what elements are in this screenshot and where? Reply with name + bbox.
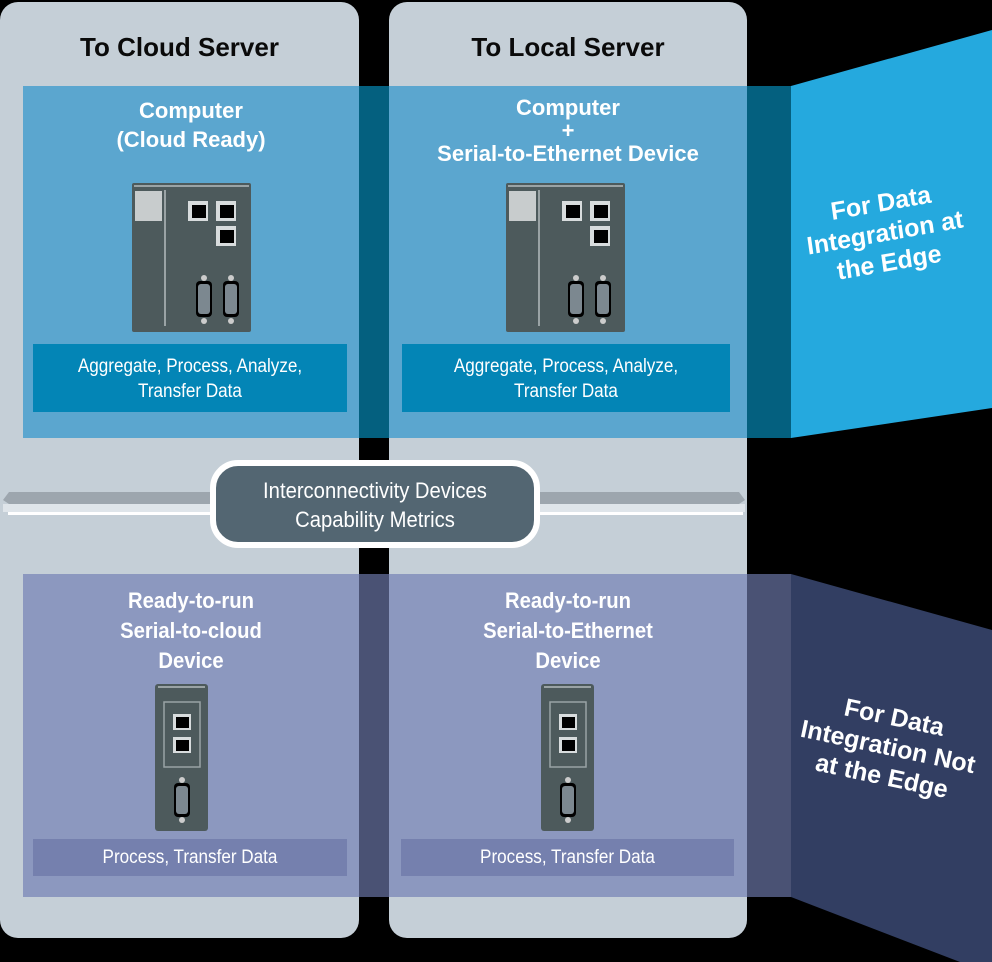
- title-line: Serial-to-Ethernet Device: [437, 141, 699, 166]
- title-line: Serial-to-cloud: [120, 618, 262, 643]
- title-line: (Cloud Ready): [116, 127, 266, 152]
- serial-device-icon: [155, 684, 208, 831]
- computer-device-icon: [132, 183, 251, 332]
- not-edge-side-panel: [791, 574, 992, 962]
- edge-band-gap: [359, 86, 389, 438]
- function-box: Process, Transfer Data: [401, 839, 734, 876]
- title-line: Ready-to-run: [128, 588, 254, 613]
- cell-title-serial-to-cloud: Ready-to-run Serial-to-cloud Device: [36, 586, 345, 676]
- function-box: Aggregate, Process, Analyze, Transfer Da…: [33, 344, 347, 412]
- function-line: Transfer Data: [514, 381, 618, 402]
- column-title: To Local Server: [471, 32, 665, 62]
- metrics-line: Interconnectivity Devices: [263, 478, 487, 503]
- function-line: Aggregate, Process, Analyze,: [453, 356, 679, 377]
- title-line: Device: [535, 648, 601, 673]
- not-edge-band-side: [747, 574, 791, 897]
- cell-title-computer-cloud-ready: Computer (Cloud Ready): [23, 96, 359, 154]
- edge-band-side: [747, 86, 791, 438]
- function-box: Process, Transfer Data: [33, 839, 347, 876]
- function-box: Aggregate, Process, Analyze, Transfer Da…: [402, 344, 730, 412]
- edge-side-panel: [791, 30, 992, 438]
- title-line: +: [561, 118, 575, 143]
- function-line: Process, Transfer Data: [480, 847, 655, 868]
- function-line: Transfer Data: [138, 381, 242, 402]
- function-line: Aggregate, Process, Analyze,: [77, 356, 303, 377]
- title-line: Serial-to-Ethernet: [483, 618, 653, 643]
- title-line: Device: [158, 648, 224, 673]
- title-line: Computer: [139, 98, 243, 123]
- capability-metrics-label: Interconnectivity Devices Capability Met…: [210, 460, 540, 548]
- computer-device-icon: [506, 183, 625, 332]
- not-edge-band-gap: [359, 574, 389, 897]
- column-title: To Cloud Server: [80, 32, 279, 62]
- title-line: Ready-to-run: [505, 588, 631, 613]
- metrics-line: Capability Metrics: [295, 507, 455, 532]
- serial-device-icon: [541, 684, 594, 831]
- cell-title-serial-to-ethernet: Ready-to-run Serial-to-Ethernet Device: [403, 586, 732, 676]
- title-line: Computer: [516, 95, 620, 120]
- cell-title-computer-serial-ethernet: Computer + Serial-to-Ethernet Device: [389, 96, 747, 165]
- function-line: Process, Transfer Data: [102, 847, 278, 868]
